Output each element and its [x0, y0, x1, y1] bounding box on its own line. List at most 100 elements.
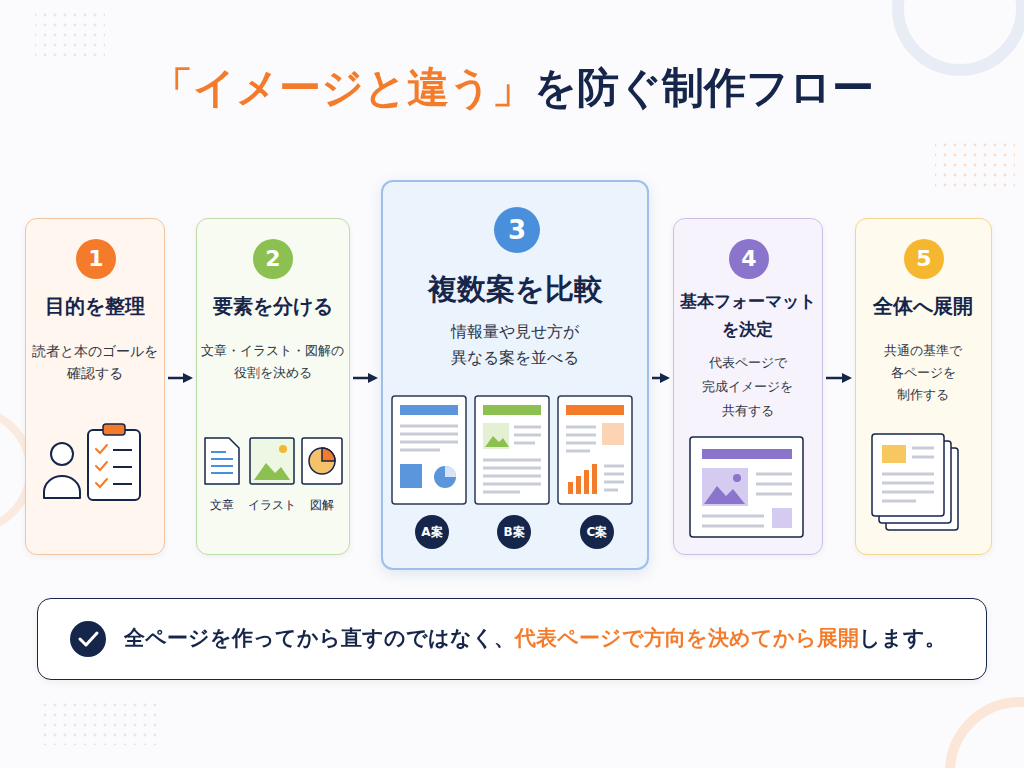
bar [568, 482, 573, 494]
text-line [604, 481, 624, 484]
pie-slice [322, 448, 335, 461]
text-line [702, 525, 764, 528]
block [882, 445, 906, 463]
step-box: 目的を整理読者と本のゴールを 確認する 1 [25, 218, 165, 555]
step-number: 2 [253, 239, 293, 279]
icon-label: イラスト [232, 496, 312, 514]
connectors [168, 378, 849, 379]
dot-grid [35, 12, 105, 62]
text-line [400, 433, 458, 436]
text-line [882, 491, 934, 494]
text-line [211, 472, 233, 474]
header-bar [483, 405, 541, 415]
step-number: 5 [904, 239, 944, 279]
step-body: 代表ページで 完成イメージを 共有する [698, 351, 798, 423]
text-line [912, 447, 934, 450]
format-page-icon [690, 437, 803, 537]
option-badge: B案 [497, 515, 531, 549]
number-circle: 5 [904, 239, 944, 279]
text-line [882, 473, 934, 476]
mountain [704, 486, 745, 504]
page [558, 396, 632, 504]
step-box: 基本フォーマット を決定代表ページで 完成イメージを 共有する4 [673, 218, 823, 555]
check-mark [80, 633, 97, 645]
sun [733, 474, 741, 482]
text-line [756, 493, 792, 496]
note-box: 全ページを作ってから直すのではなく、代表ページで方向を決めてから展開します。 [37, 598, 987, 680]
text-line [912, 456, 934, 459]
text-line [400, 449, 440, 452]
text-line [514, 434, 541, 437]
page [392, 396, 466, 504]
step-title: 複数案を比較 [395, 269, 635, 309]
step-title: 全体へ展開 [858, 293, 988, 319]
document-sheet [205, 438, 239, 484]
chart-frame [302, 438, 342, 484]
checklist-icon [88, 424, 140, 500]
text-line [483, 467, 541, 470]
check-circle [70, 621, 106, 657]
check-mark [96, 479, 107, 487]
step-number: 3 [494, 207, 540, 253]
note-text: 全ページを作ってから直すのではなく、代表ページで方向を決めてから展開します。 [124, 622, 946, 654]
step-body: 共通の基準で 各ページを 制作する [878, 340, 968, 406]
text-line [756, 483, 792, 486]
text-line [514, 426, 541, 429]
layout-sample-b [475, 396, 549, 504]
page [475, 396, 549, 504]
step-body: 読者と本のゴールを 確認する [29, 340, 161, 384]
text-line [211, 465, 233, 467]
option-name: A案 [415, 515, 449, 549]
person-icon [44, 443, 80, 498]
list-line [113, 483, 132, 485]
page [879, 441, 951, 523]
check-mark [96, 462, 107, 470]
dot-grid [935, 140, 1015, 190]
pie [309, 448, 335, 474]
chart-icon [302, 438, 342, 484]
step-title: 基本フォーマット を決定 [676, 287, 820, 343]
text-line [566, 442, 596, 445]
bar [584, 470, 589, 494]
text-line [514, 442, 535, 445]
step-title: 目的を整理 [30, 293, 160, 319]
option-badge: C案 [580, 515, 614, 549]
text-line [483, 491, 520, 494]
dot-grid [40, 700, 160, 745]
document-icon [205, 438, 239, 484]
option-name: B案 [497, 515, 531, 549]
text-line [882, 482, 934, 485]
image-frame [702, 468, 748, 506]
text-line [604, 473, 624, 476]
text-line [400, 425, 458, 428]
text-line [604, 465, 624, 468]
text-line [604, 489, 618, 492]
text-line [566, 434, 596, 437]
mountain [485, 436, 509, 447]
page [872, 434, 944, 516]
sun [279, 445, 287, 453]
clipboard [88, 430, 140, 500]
flow-arrow [826, 377, 849, 380]
text-line [756, 473, 792, 476]
list-line [113, 449, 132, 451]
text-line [702, 515, 764, 518]
number-circle: 2 [253, 239, 293, 279]
list-line [113, 466, 132, 468]
check-mark [96, 445, 107, 453]
page-stack-icon [872, 434, 958, 530]
header-bar [400, 405, 458, 415]
number-circle: 3 [494, 207, 540, 253]
layout-sample-c [558, 396, 632, 504]
option-name: C案 [580, 515, 614, 549]
step-number: 1 [76, 239, 116, 279]
deco-ring [950, 702, 1024, 768]
check-icon [70, 621, 106, 657]
page-title: 「イメージと違う」を防ぐ制作フロー [0, 60, 1024, 116]
text-line [566, 450, 590, 453]
step-box: 全体へ展開共通の基準で 各ページを 制作する 5 [855, 218, 992, 555]
step-box: 複数案を比較情報量や見せ方が 異なる案を並べる3A案B案C案 [381, 180, 649, 570]
flow-arrow [353, 377, 375, 380]
image-frame [483, 423, 509, 449]
option-badge: A案 [415, 515, 449, 549]
